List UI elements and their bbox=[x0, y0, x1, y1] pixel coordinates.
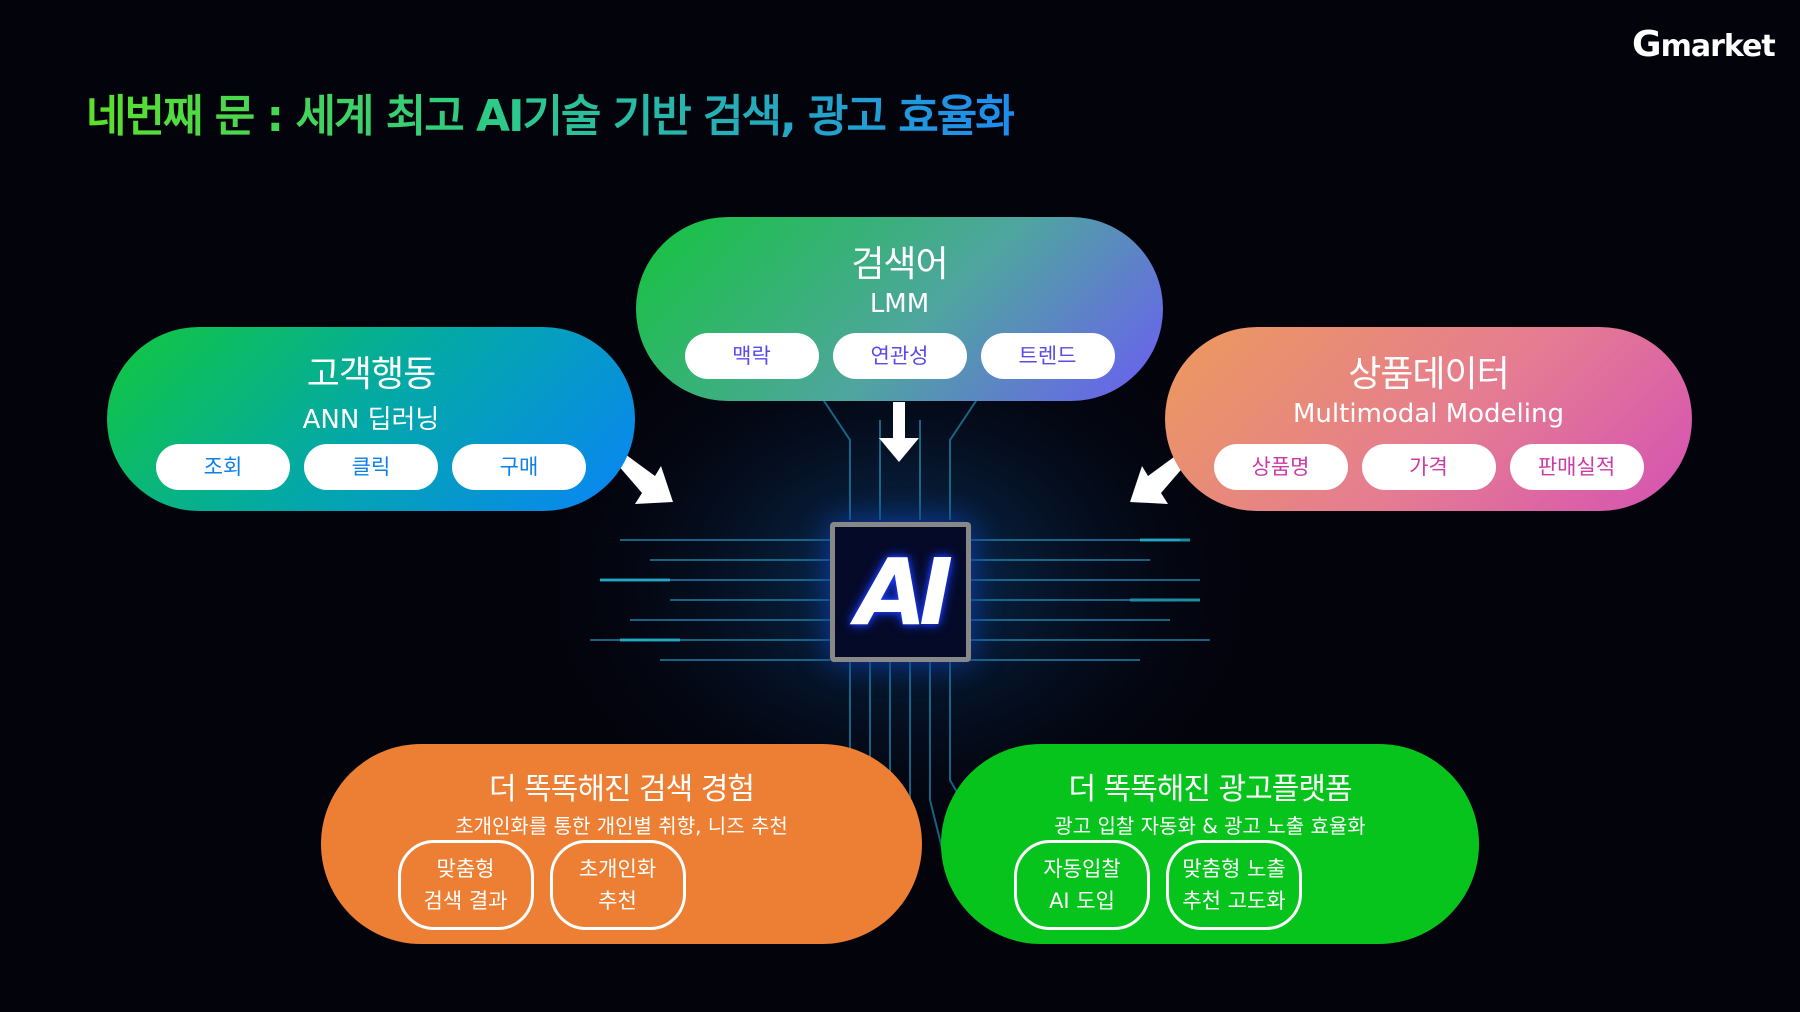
customer-behavior-box: 고객행동 ANN 딥러닝 조회 클릭 구매 bbox=[107, 327, 635, 511]
gmarket-logo: Gmarket bbox=[1632, 24, 1776, 65]
ai-chip: AI bbox=[830, 522, 971, 662]
chip-price: 가격 bbox=[1361, 444, 1496, 490]
arrow-down-left-icon bbox=[1130, 454, 1186, 504]
chip-relevance: 연관성 bbox=[832, 333, 967, 379]
chip-product-name: 상품명 bbox=[1213, 444, 1348, 490]
chip-click: 클릭 bbox=[304, 444, 438, 490]
chip-trend: 트렌드 bbox=[980, 333, 1115, 379]
search-term-box: 검색어 LMM 맥락 연관성 트렌드 bbox=[636, 217, 1163, 401]
arrow-down-right-icon bbox=[617, 454, 673, 504]
box-subtitle: 광고 입찰 자동화 & 광고 노출 효율화 bbox=[1054, 814, 1366, 838]
box-title: 상품데이터 bbox=[1348, 354, 1510, 395]
chip-context: 맥락 bbox=[684, 333, 819, 379]
arrow-down-icon bbox=[879, 402, 919, 462]
chip-sales: 판매실적 bbox=[1509, 444, 1644, 490]
box-title: 더 똑똑해진 광고플랫폼 bbox=[1068, 772, 1352, 807]
product-data-box: 상품데이터 Multimodal Modeling 상품명 가격 판매실적 bbox=[1165, 327, 1692, 511]
box-title: 더 똑똑해진 검색 경험 bbox=[488, 772, 755, 807]
box-title: 고객행동 bbox=[306, 354, 436, 395]
chip-purchase: 구매 bbox=[452, 444, 586, 490]
chip-view: 조회 bbox=[156, 444, 290, 490]
box-subtitle: Multimodal Modeling bbox=[1293, 399, 1564, 429]
box-subtitle: LMM bbox=[869, 289, 930, 319]
box-subtitle: 초개인화를 통한 개인별 취향, 니즈 추천 bbox=[455, 814, 788, 838]
box-title: 검색어 bbox=[851, 244, 948, 285]
box-subtitle: ANN 딥러닝 bbox=[302, 405, 440, 435]
slide-title: 네번째 문 : 세계 최고 AI기술 기반 검색, 광고 효율화 bbox=[86, 80, 1016, 144]
